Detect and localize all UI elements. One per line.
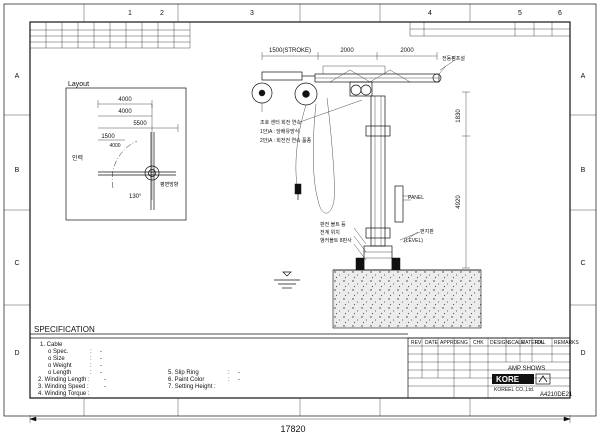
callout-label: 2안)A : 회전전 연속 품종	[260, 137, 312, 144]
drawing-number: A4210DE21	[540, 392, 573, 398]
dim-arm: 2000	[340, 48, 354, 54]
zone-row-label: C	[580, 260, 585, 267]
zone-col-label: 2	[160, 10, 164, 17]
spec-colon: :	[228, 370, 230, 376]
layout-dim: 4000	[109, 143, 120, 149]
zone-row-label: A	[581, 73, 586, 80]
zone-col-label: 4	[428, 10, 432, 17]
callout-label: PANEL	[408, 195, 424, 201]
spec-value: -	[100, 349, 102, 355]
sheet-frame: 1 2 3 4 5 6 A A B B C C D D	[3, 3, 597, 417]
callout-label: (LEVEL)	[404, 238, 423, 244]
spec-value: -	[100, 370, 102, 376]
overall-width-dim: 17820	[280, 424, 305, 434]
spec-colon: :	[228, 377, 230, 383]
specification-block: SPECIFICATION 1. Cable o Spec. o Size o …	[30, 325, 570, 397]
zone-labels: 1 2 3 4 5 6 A A B B C C D D	[14, 10, 585, 357]
dim-arm: 2000	[400, 48, 414, 54]
callout-label: 앵커볼트 8판사	[320, 237, 352, 244]
hanging-cables	[261, 97, 335, 214]
tb-header: REV	[411, 340, 422, 346]
tb-header: SCALE	[508, 340, 525, 346]
layout-label: 평면방향	[160, 181, 179, 188]
logo-wordmark: KORE	[496, 375, 520, 384]
boom-arm	[261, 65, 447, 83]
spec-item: 7. Setting Height :	[168, 384, 216, 390]
spec-item: 6. Paint Color	[168, 377, 204, 383]
callout-label: 판전 볼트 등	[320, 221, 346, 228]
spec-colon: :	[90, 363, 92, 369]
zone-row-label: C	[14, 260, 19, 267]
tb-header: MATERIAL	[521, 340, 546, 346]
spec-value: -	[104, 384, 106, 390]
title-block: REV DATE APPRD ENG CHK DESIGN SCALE MATE…	[407, 337, 579, 399]
tb-header: TOL	[534, 340, 544, 346]
spec-item: 5. Slip Ring	[168, 370, 199, 376]
dim-height: 4920	[456, 195, 462, 209]
slewing-bearing-symbol	[144, 165, 160, 181]
spec-item: 3. Winding Speed :	[38, 384, 89, 390]
zone-col-label: 6	[558, 10, 562, 17]
tb-header: ENG	[457, 340, 468, 346]
layout-dim: 4000	[118, 109, 132, 115]
crane-elevation-view: 1500(STROKE) 2000 2000 1830 4920	[251, 48, 482, 329]
spec-item: o Weight	[48, 363, 72, 369]
concrete-foundation	[332, 269, 482, 329]
callout-label: 전계 위치	[320, 229, 340, 236]
spec-value: -	[238, 377, 240, 383]
zone-row-label: B	[15, 167, 20, 174]
callout-label: 조호 센터 회전 연속	[260, 119, 301, 126]
callout-label: 1안)A : 당배유방식	[260, 128, 299, 135]
company-logo: KORE	[492, 373, 551, 385]
layout-plan-view: Layout 4000 4000 5500 1500 4000 인력 130° …	[65, 81, 187, 221]
water-level-symbol	[274, 271, 300, 289]
spec-value: -	[238, 370, 240, 376]
tb-header: APPRD	[440, 340, 458, 346]
dim-stroke: 1500(STROKE)	[269, 48, 311, 54]
cable-reel	[251, 81, 373, 106]
zone-col-label: 1	[128, 10, 132, 17]
layout-dim: 5500	[133, 121, 147, 127]
zone-row-label: D	[580, 350, 585, 357]
zone-row-label: D	[14, 350, 19, 357]
layout-label: 130°	[129, 194, 142, 200]
spec-item: 4. Winding Torque :	[38, 391, 90, 397]
spec-colon: :	[90, 370, 92, 376]
zone-col-label: 5	[518, 10, 522, 17]
tb-header: DESIGN	[490, 340, 510, 346]
layout-frame	[65, 87, 187, 221]
company-name: KOREEL CO.,Ltd.	[494, 387, 534, 393]
callout-label: 전동펌프설	[442, 55, 465, 62]
spec-item: o Length	[48, 370, 71, 376]
spec-value: -	[100, 363, 102, 369]
layout-dim: 1500	[101, 134, 115, 140]
zone-row-label: A	[15, 73, 20, 80]
spec-item: o Size	[48, 356, 65, 362]
part-name: AMP SHOWS	[508, 366, 545, 372]
tb-header: DATE	[425, 340, 439, 346]
layout-dim: 4000	[118, 97, 132, 103]
spec-value: -	[100, 356, 102, 362]
spec-colon: :	[90, 349, 92, 355]
zone-row-label: B	[581, 167, 586, 174]
layout-label: 인력	[72, 154, 83, 162]
spec-title: SPECIFICATION	[34, 325, 95, 334]
layout-title: Layout	[68, 81, 89, 88]
spec-item: 2. Winding Length :	[38, 377, 90, 383]
spec-value: -	[104, 377, 106, 383]
spec-item: o Spec.	[48, 349, 69, 355]
zone-col-label: 3	[250, 10, 254, 17]
tb-header: CHK	[473, 340, 484, 346]
spec-item: 1. Cable	[40, 342, 63, 348]
overall-dimension: 17820	[29, 415, 571, 434]
spec-colon: :	[90, 356, 92, 362]
callout-label: 펀지판	[420, 228, 434, 235]
dim-height: 1830	[456, 109, 462, 123]
tb-header: REMARKS	[554, 340, 579, 346]
